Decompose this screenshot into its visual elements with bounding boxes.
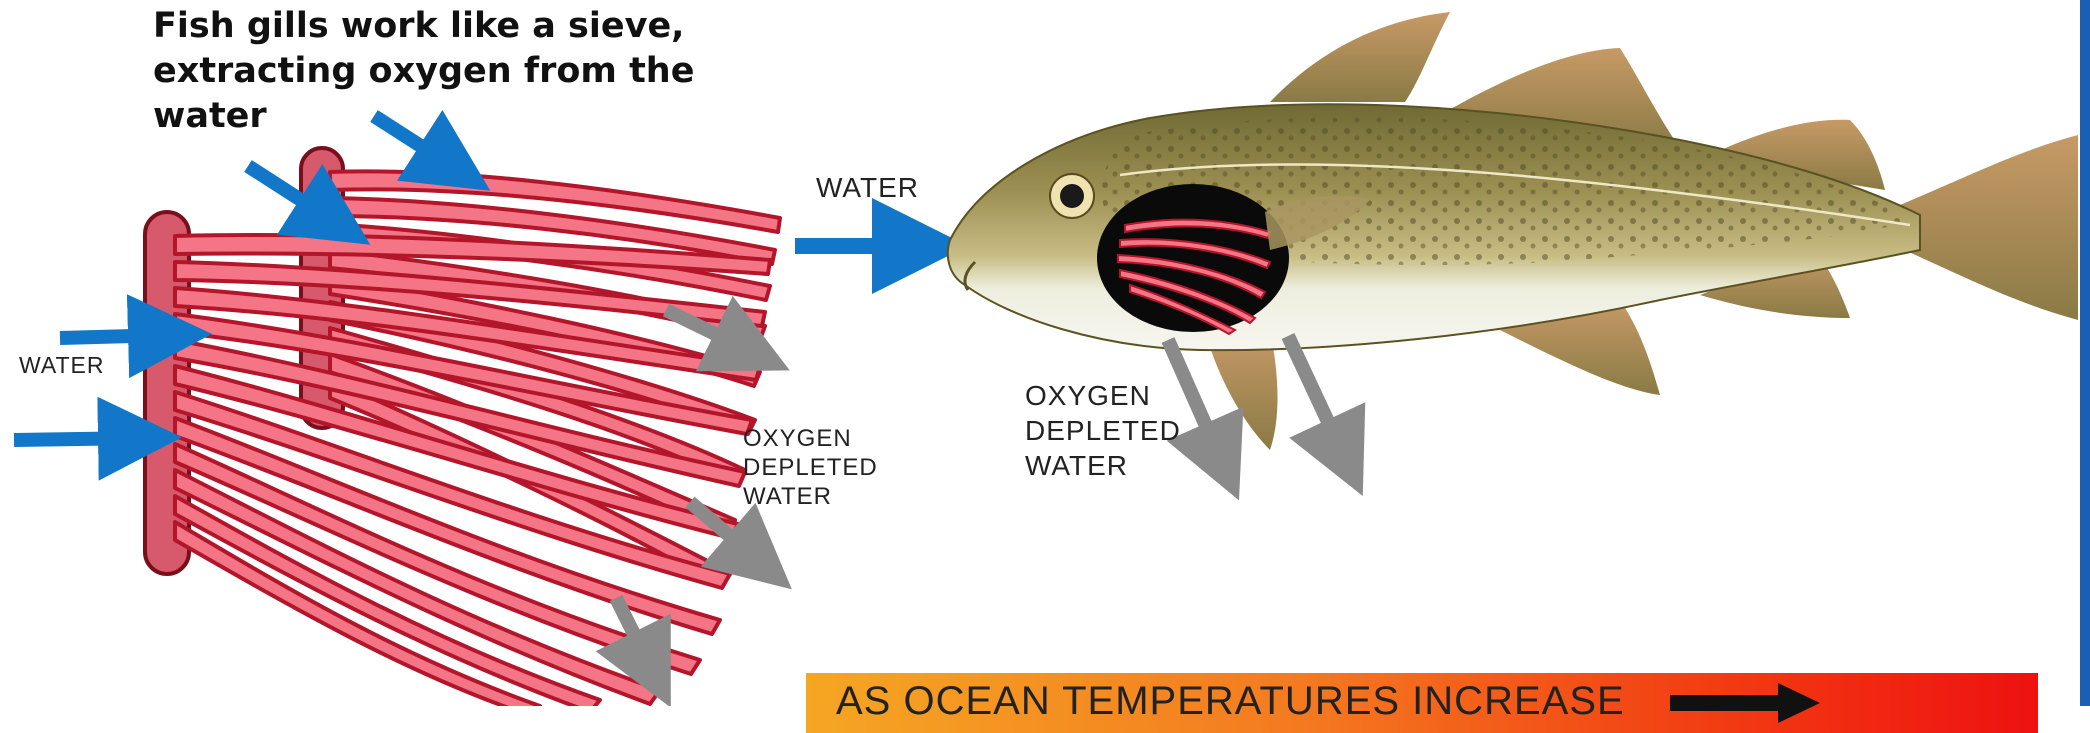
oxygen-depleted-label-fish: OXYGEN DEPLETED WATER (1025, 378, 1205, 483)
oxygen-depleted-label-left: OXYGEN DEPLETED WATER (743, 424, 893, 511)
water-label-fish: WATER (816, 172, 919, 204)
right-edge-bar (2080, 0, 2090, 706)
water-arrow-icon (374, 116, 455, 168)
diagram-artwork (0, 0, 2090, 706)
temperature-banner: AS OCEAN TEMPERATURES INCREASE (806, 673, 2038, 733)
black-arrow-icon (1670, 683, 1830, 723)
label-line: WATER (743, 482, 893, 511)
label-line: DEPLETED (743, 453, 893, 482)
fish-pupil (1060, 184, 1084, 208)
gill-filaments-illustration (145, 148, 780, 706)
banner-text: AS OCEAN TEMPERATURES INCREASE (836, 679, 1625, 724)
label-line: OXYGEN (1025, 378, 1205, 413)
water-label-left: WATER (19, 352, 105, 379)
tail-fin (1900, 135, 2078, 320)
gray-arrow-icon (1288, 336, 1345, 458)
diagram-canvas: Fish gills work like a sieve, extracting… (0, 0, 2090, 706)
water-arrow-icon (60, 335, 170, 338)
label-line: DEPLETED (1025, 413, 1205, 448)
dorsal-fin (1270, 12, 1450, 102)
label-line: OXYGEN (743, 424, 893, 453)
label-line: WATER (1025, 448, 1205, 483)
water-arrow-icon (14, 438, 140, 440)
